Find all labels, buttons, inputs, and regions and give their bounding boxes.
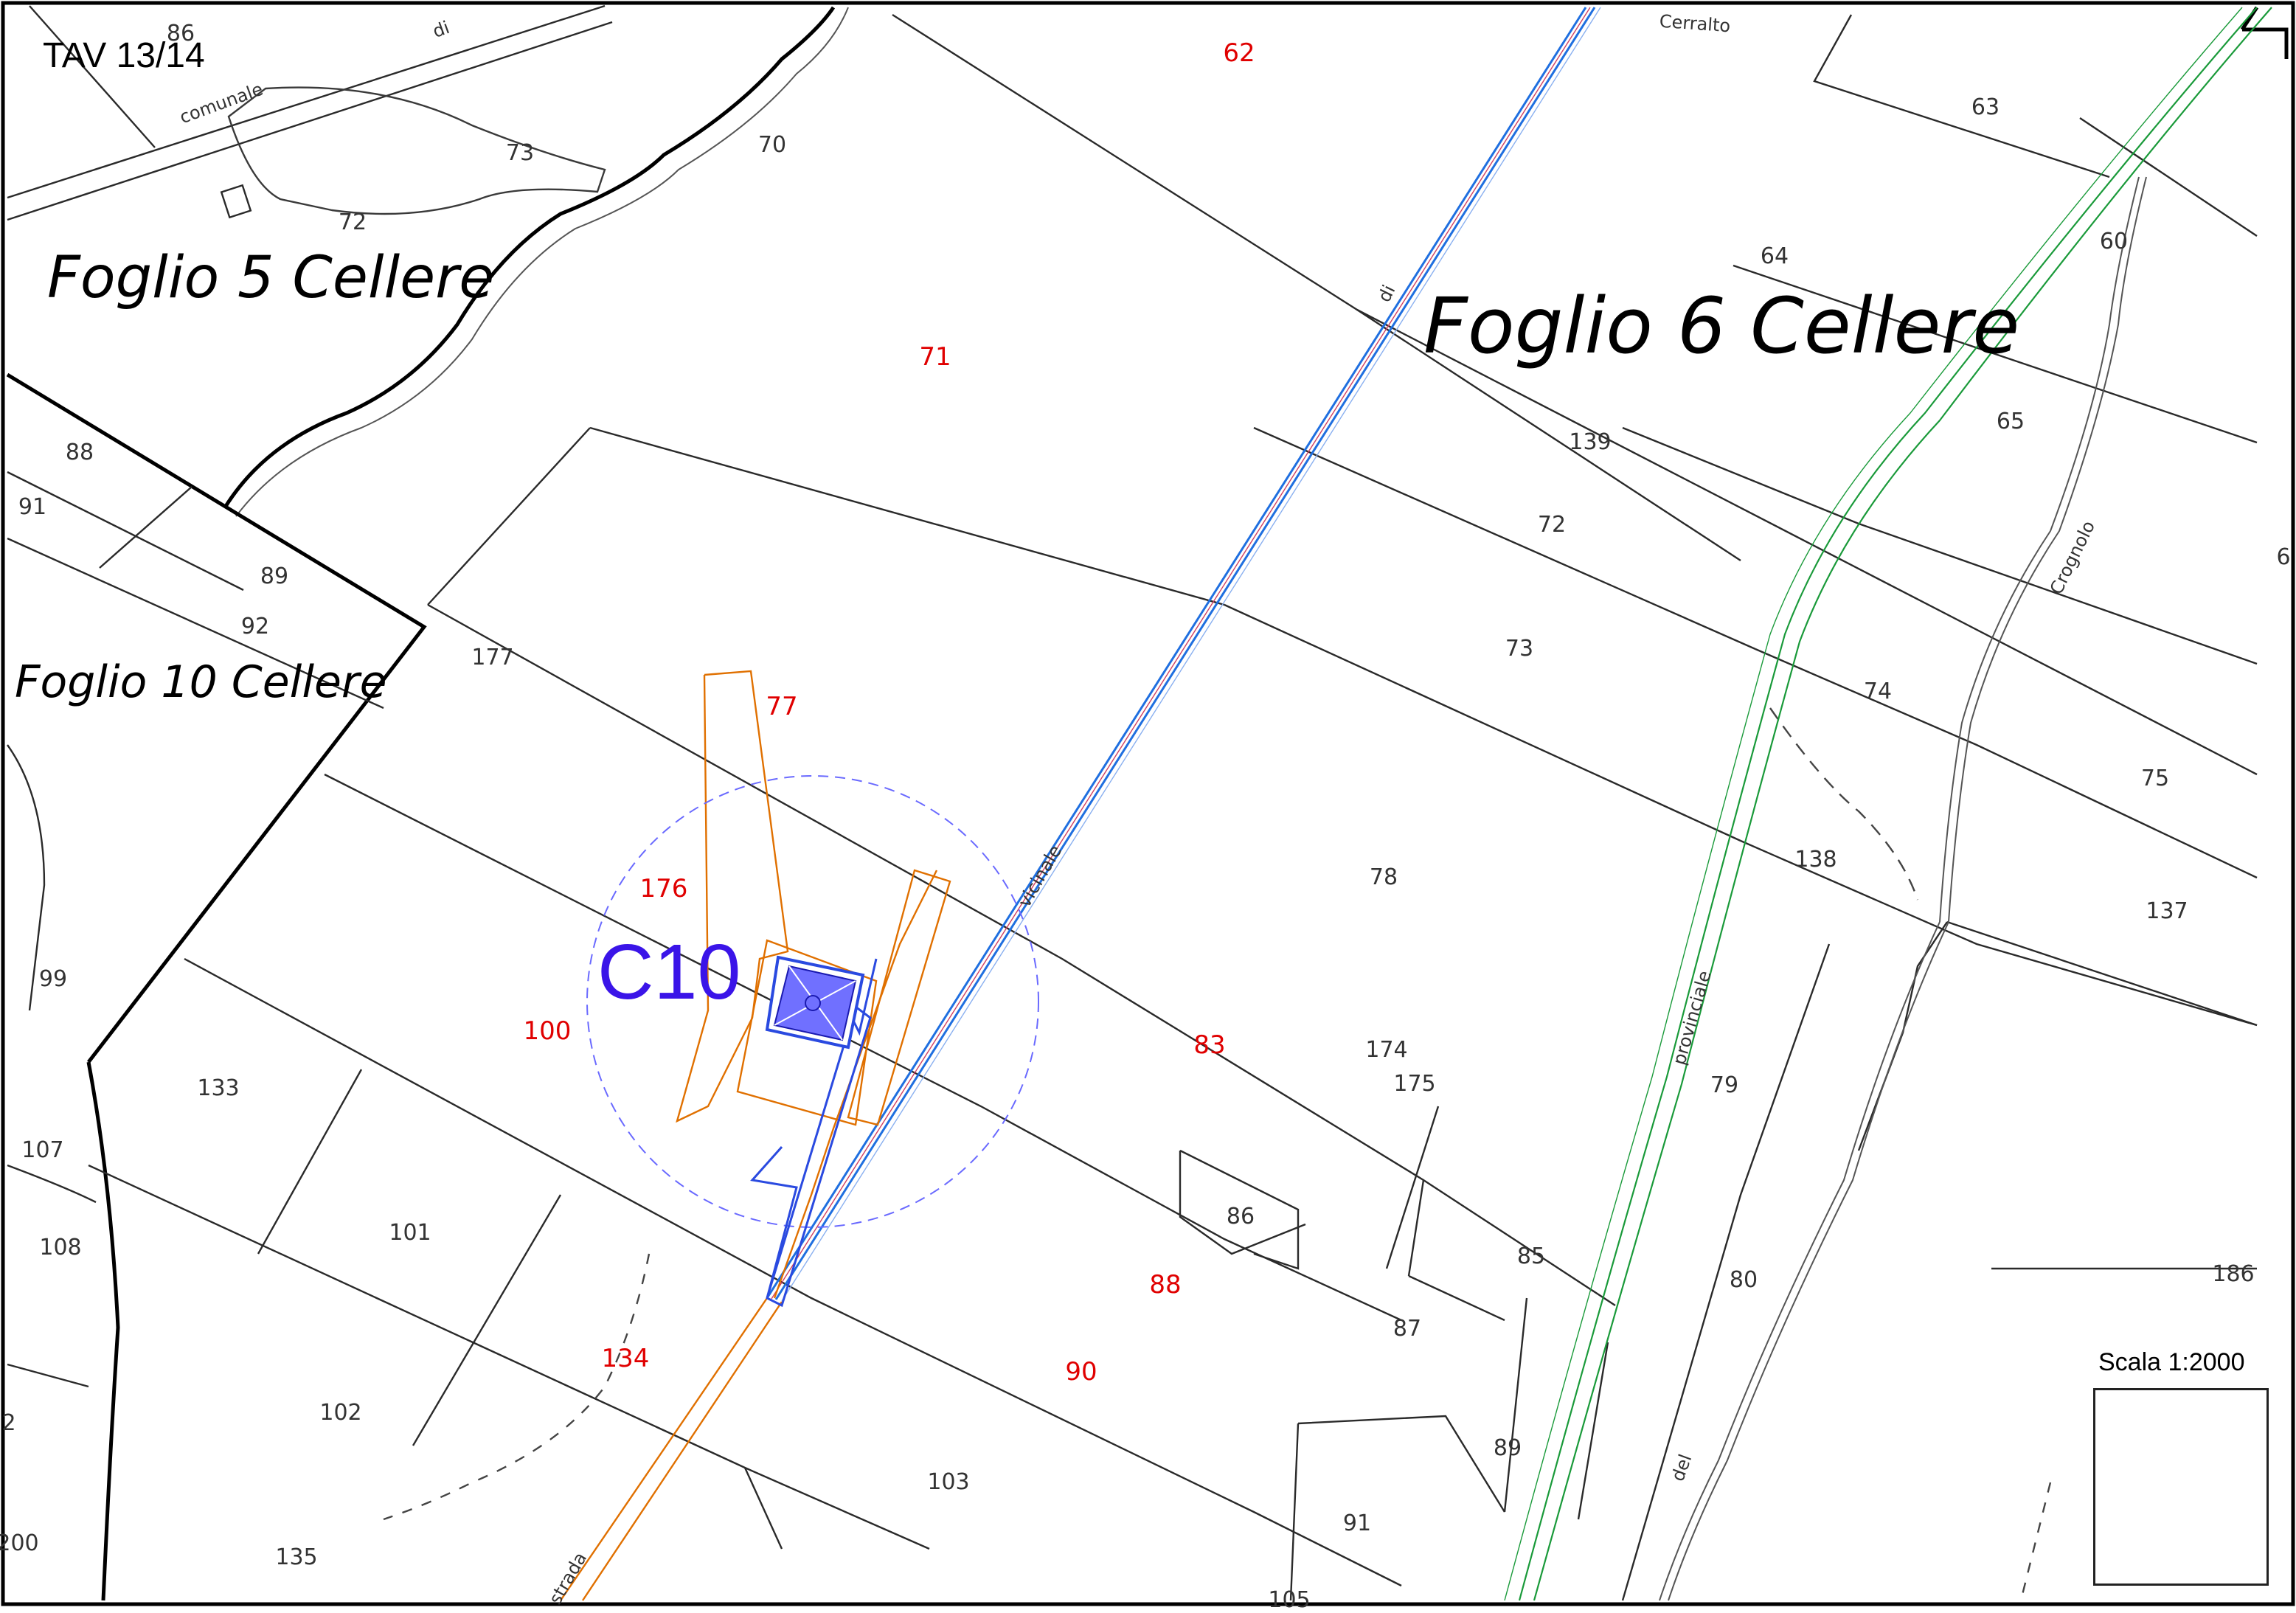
road-name: Cerralto <box>1658 10 1732 37</box>
parcel-number: 91 <box>1342 1510 1372 1536</box>
parcel-number: 200 <box>0 1530 39 1556</box>
sheet-title: TAV 13/14 <box>43 36 205 75</box>
scale-label: Scala 1:2000 <box>2098 1348 2245 1376</box>
compass-box <box>2093 1388 2269 1586</box>
parcel-number: 60 <box>2099 229 2129 254</box>
parcel-number: 135 <box>275 1544 318 1570</box>
parcel-number: 85 <box>1516 1243 1546 1269</box>
parcel-number: 133 <box>197 1075 240 1101</box>
parcel-number: 74 <box>1863 679 1893 704</box>
parcel-number: 72 <box>338 209 367 235</box>
parcel-number: 91 <box>18 494 47 520</box>
parcel-number: 64 <box>1760 243 1789 269</box>
site-label: C10 <box>597 929 741 1016</box>
parcel-number: 103 <box>927 1469 970 1495</box>
parcel-number: 73 <box>505 140 535 166</box>
parcel-number: 108 <box>39 1235 82 1260</box>
parcel-number: 134 <box>601 1344 650 1373</box>
parcel-number: 90 <box>1065 1357 1097 1387</box>
parcel-number: 62 <box>1223 38 1255 68</box>
parcel-number: 72 <box>1537 512 1567 538</box>
access-road <box>560 670 951 1601</box>
provincial-road <box>1504 7 2272 1601</box>
parcel-number: 176 <box>639 874 688 903</box>
parcel-number: 87 <box>1392 1316 1422 1342</box>
parcel-number: 174 <box>1365 1037 1408 1063</box>
cadastral-boundaries <box>6 4 2289 1601</box>
buffer-circle <box>586 775 1039 1228</box>
parcel-number: 79 <box>1710 1072 1739 1098</box>
parcel-number: 63 <box>1971 94 2000 120</box>
parcel-number: 80 <box>1729 1267 1758 1293</box>
parcel-number: 102 <box>319 1400 362 1426</box>
parcel-number: 100 <box>523 1016 572 1046</box>
foglio-5-label: Foglio 5 Cellere <box>47 245 495 311</box>
foglio-6-label: Foglio 6 Cellere <box>1423 281 2020 371</box>
parcel-number: 6 <box>2276 544 2291 570</box>
foglio-10-label: Foglio 10 Cellere <box>15 656 387 708</box>
parcel-number: 138 <box>1794 847 1837 873</box>
parcel-number: 92 <box>240 614 270 639</box>
parcel-number: 70 <box>757 132 787 158</box>
parcel-number: 78 <box>1369 864 1398 890</box>
parcel-number: 137 <box>2146 898 2188 924</box>
parcel-number: 89 <box>260 563 289 589</box>
parcel-number: 101 <box>389 1220 431 1246</box>
parcel-number: 88 <box>65 440 94 465</box>
parcel-number: 2 <box>1 1410 16 1436</box>
parcel-number: 86 <box>1226 1204 1255 1229</box>
turbine-foundation <box>765 955 865 1050</box>
parcel-number: 86 <box>166 21 195 46</box>
parcel-number: 89 <box>1493 1435 1522 1461</box>
parcel-number: 88 <box>1149 1270 1182 1300</box>
parcel-number: 175 <box>1393 1071 1436 1097</box>
parcel-number: 71 <box>919 342 951 372</box>
parcel-number: 105 <box>1268 1587 1311 1613</box>
parcel-number: 107 <box>21 1137 64 1163</box>
parcel-number: 77 <box>766 692 798 721</box>
parcel-number: 177 <box>471 645 514 670</box>
parcel-number: 73 <box>1505 636 1534 662</box>
parcel-number: 139 <box>1569 429 1612 455</box>
parcel-number: 99 <box>38 966 68 992</box>
parcel-number: 83 <box>1193 1030 1226 1060</box>
parcel-number: 75 <box>2140 766 2170 791</box>
parcel-number: 186 <box>2212 1261 2255 1287</box>
cable-route <box>766 7 1601 1302</box>
parcel-number: 65 <box>1996 409 2025 434</box>
